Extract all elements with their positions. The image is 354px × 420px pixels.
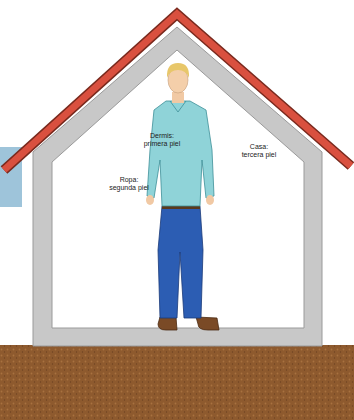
man-figure — [146, 63, 219, 330]
ground — [0, 345, 354, 420]
roof-outline — [4, 14, 351, 170]
skin-label: Dermis: primera piel — [140, 132, 184, 148]
skin-label: Casa: tercera piel — [238, 143, 280, 159]
skin-label: Ropa: segunda piel — [106, 176, 152, 192]
house-wall — [33, 27, 322, 346]
roof — [4, 14, 351, 170]
